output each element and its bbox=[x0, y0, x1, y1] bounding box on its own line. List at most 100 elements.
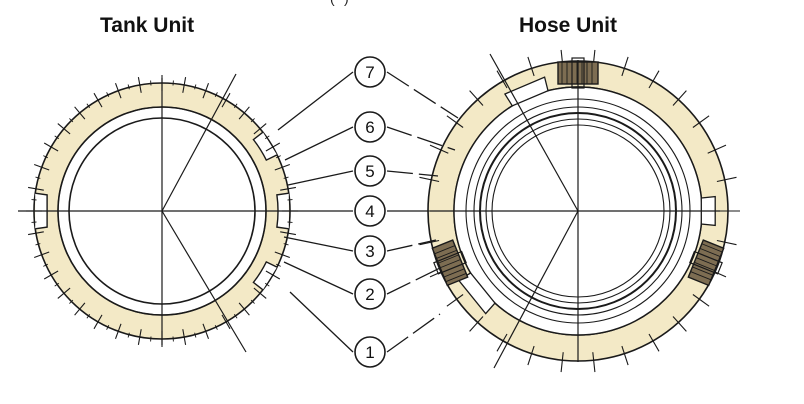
tank-tick bbox=[221, 314, 231, 330]
callout-circle bbox=[354, 336, 386, 368]
tank-minor-tick bbox=[69, 118, 74, 123]
tank-tick bbox=[280, 231, 296, 236]
tank-minor-tick bbox=[35, 243, 41, 246]
hose-tick bbox=[419, 176, 440, 183]
tank-tick bbox=[34, 163, 50, 171]
tank-minor-tick bbox=[276, 263, 281, 267]
tank-minor-tick bbox=[250, 299, 255, 304]
callout-number: 6 bbox=[365, 118, 374, 137]
tank-tick bbox=[43, 270, 59, 280]
tank-minor-tick bbox=[264, 282, 270, 287]
hose-tick bbox=[469, 90, 484, 106]
callout-number: 7 bbox=[365, 63, 374, 82]
callout-circle bbox=[354, 155, 386, 187]
tank-notch bbox=[252, 131, 278, 162]
tank-tick bbox=[137, 329, 142, 345]
bolt-thread bbox=[694, 261, 715, 271]
tank-tick bbox=[202, 83, 210, 99]
tank-tick bbox=[28, 231, 44, 236]
tank-tick bbox=[74, 106, 86, 120]
tank-tick bbox=[274, 163, 290, 171]
tank-tick bbox=[238, 302, 250, 316]
tank-minor-tick bbox=[250, 118, 255, 123]
tank-minor-tick bbox=[43, 263, 48, 267]
callout-circle bbox=[354, 235, 386, 267]
hose-tick bbox=[560, 352, 564, 373]
tank-minor-tick bbox=[35, 176, 41, 179]
hose-unit-flange bbox=[416, 49, 740, 373]
bolt-thread bbox=[440, 259, 461, 269]
tank-tick bbox=[265, 142, 281, 152]
callout-number: 3 bbox=[365, 242, 374, 261]
bolt-thread bbox=[701, 243, 723, 253]
callout-leader-left bbox=[289, 291, 354, 353]
tank-minor-tick bbox=[106, 325, 110, 330]
callout-circle bbox=[354, 111, 386, 143]
hose-tick bbox=[692, 115, 710, 128]
hose-tick bbox=[446, 115, 464, 128]
bolt-thread bbox=[436, 249, 457, 259]
tank-tick bbox=[28, 186, 44, 191]
callout-leader-right bbox=[386, 267, 441, 295]
bolt-thread bbox=[699, 247, 721, 258]
tank-minor-tick bbox=[127, 332, 130, 338]
hose-tick bbox=[621, 56, 629, 77]
tank-minor-tick bbox=[69, 299, 74, 304]
tank-unit-flange bbox=[18, 73, 300, 353]
hose-tick bbox=[469, 316, 484, 332]
tank-minor-tick bbox=[233, 313, 238, 319]
tank-minor-tick bbox=[283, 176, 289, 179]
tank-diagonal-line bbox=[161, 210, 247, 353]
hose-tick bbox=[716, 239, 737, 246]
bolt-thread bbox=[692, 266, 713, 276]
tank-minor-tick bbox=[283, 243, 289, 246]
bolt-thread bbox=[696, 257, 717, 267]
tank-tick bbox=[253, 287, 267, 299]
callout-number: 1 bbox=[365, 343, 374, 362]
tank-minor-tick bbox=[43, 155, 48, 159]
tank-minor-tick bbox=[54, 135, 60, 140]
hose-tick bbox=[648, 70, 660, 89]
hose-tick bbox=[621, 345, 629, 366]
tank-minor-tick bbox=[214, 325, 218, 330]
hose-diagonal-line bbox=[493, 210, 579, 369]
bolt-thread bbox=[445, 272, 467, 283]
top-cut-text: (··) bbox=[330, 0, 349, 6]
hose-tick bbox=[496, 70, 508, 89]
callout-number: 2 bbox=[365, 285, 374, 304]
tank-tick bbox=[238, 106, 250, 120]
tank-tick bbox=[93, 314, 103, 330]
callout-leader-right bbox=[386, 126, 456, 151]
tank-tick bbox=[182, 77, 187, 93]
tank-minor-tick bbox=[214, 92, 218, 97]
bolt-thread bbox=[690, 271, 712, 281]
tank-tick bbox=[34, 251, 50, 259]
hose-tick bbox=[419, 239, 440, 246]
tank-minor-tick bbox=[127, 84, 130, 90]
tank-unit-title: Tank Unit bbox=[100, 14, 195, 37]
hose-tick bbox=[592, 352, 596, 373]
hose-tick bbox=[648, 333, 660, 352]
hose-tick bbox=[716, 176, 737, 183]
tank-minor-tick bbox=[194, 84, 197, 90]
callout-number: 5 bbox=[365, 162, 374, 181]
callout-circle bbox=[354, 278, 386, 310]
tank-tick bbox=[93, 92, 103, 108]
callout-leader-left bbox=[284, 126, 354, 161]
callout-leader-left bbox=[283, 236, 354, 252]
callout-circle bbox=[354, 195, 386, 227]
tank-minor-tick bbox=[86, 313, 91, 319]
tank-diagonal-line bbox=[161, 73, 237, 212]
tank-tick bbox=[274, 251, 290, 259]
hose-tick bbox=[496, 333, 508, 352]
tank-tick bbox=[253, 123, 267, 135]
hose-diagonal-line bbox=[489, 53, 579, 212]
bolt-nut bbox=[433, 250, 467, 275]
callout-leader-left bbox=[283, 261, 354, 295]
hose-tick bbox=[429, 144, 449, 154]
hose-tick bbox=[527, 345, 535, 366]
callout-leader-right bbox=[386, 239, 437, 252]
